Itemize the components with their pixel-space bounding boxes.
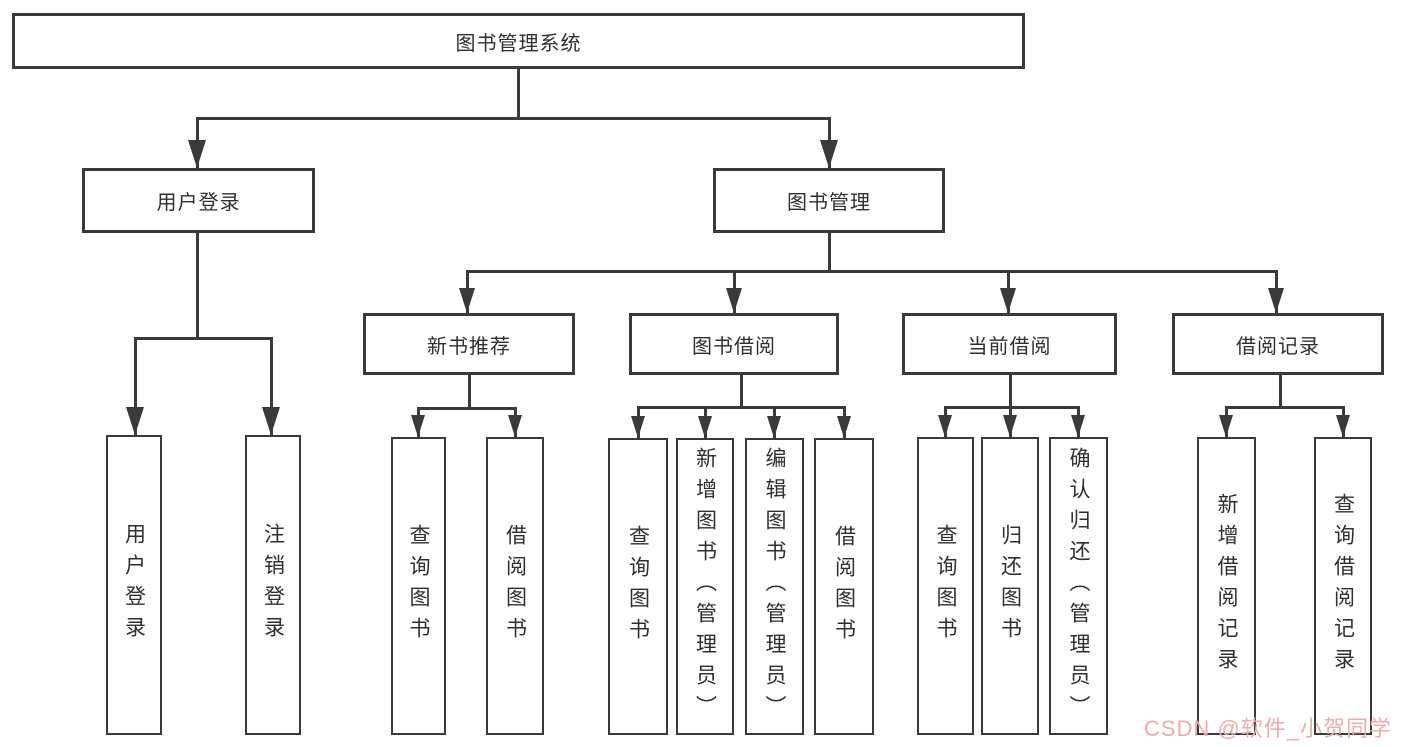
arrowhead-down-icon [126,407,144,435]
connector-line [1278,373,1282,409]
node-label: 用户登录 [156,192,241,214]
node-borrow-records: 借阅记录 [1172,313,1384,375]
connector-line [195,116,831,120]
connector-line [467,373,471,410]
arrowhead-down-icon [630,416,645,438]
node-label: 借阅记录 [1236,335,1320,358]
node-logout-leaf: 注销登录 [245,435,301,735]
node-current-borrow: 当前借阅 [902,313,1117,375]
node-label: 新书推荐 [427,335,511,358]
arrowhead-down-icon [836,416,851,438]
node-book-mgmt: 图书管理 [713,168,945,233]
node-label: 用户登录 [122,523,146,647]
node-label: 查询图书 [626,524,650,649]
arrowhead-down-icon [1002,415,1017,437]
node-label: 确认归还（管理员） [1067,446,1090,726]
arrowhead-down-icon [820,140,838,168]
node-label: 借阅图书 [832,524,856,649]
node-label: 当前借阅 [967,335,1052,358]
node-label: 查询图书 [934,524,957,648]
node-label: 注销登录 [261,523,285,647]
arrowhead-down-icon [1070,415,1085,437]
connector-line [1224,405,1345,409]
node-label: 图书借阅 [692,335,776,358]
node-br-query: 查询借阅记录 [1314,437,1372,735]
arrowhead-down-icon [410,415,425,437]
arrowhead-down-icon [726,288,742,313]
node-label: 图书管理 [787,192,871,214]
node-bb-query: 查询图书 [608,438,668,735]
connector-line [133,336,137,437]
node-label: 查询借阅记录 [1331,493,1355,679]
node-label: 归还图书 [998,524,1022,648]
connector-line [269,336,273,437]
arrowhead-down-icon [937,415,952,437]
node-bb-add: 新增图书（管理员） [676,438,734,735]
connector-line [1008,373,1012,409]
connector-line [416,406,517,410]
node-nb-borrow: 借阅图书 [486,437,544,735]
arrowhead-down-icon [1335,415,1350,437]
arrowhead-down-icon [507,415,522,437]
arrowhead-down-icon [766,416,781,438]
node-label: 新增图书（管理员） [693,447,717,726]
node-cb-confirm: 确认归还（管理员） [1049,437,1108,735]
node-label: 借阅图书 [503,524,527,648]
connector-line [195,231,199,340]
connector-line [133,336,273,340]
connector-line [739,373,743,409]
node-bb-borrow: 借阅图书 [814,438,874,735]
arrowhead-down-icon [262,407,280,435]
arrowhead-down-icon [1000,288,1016,313]
node-cb-query: 查询图书 [917,437,974,735]
arrowhead-down-icon [459,288,475,313]
node-login-leaf: 用户登录 [106,435,162,735]
arrowhead-down-icon [1268,288,1284,313]
node-user-login: 用户登录 [82,168,315,233]
connector-line [516,67,520,120]
node-label: 新增借阅记录 [1215,493,1238,679]
node-nb-query: 查询图书 [391,437,446,735]
connector-line [943,405,1080,409]
node-cb-return: 归还图书 [981,437,1039,735]
connector-line [636,405,846,409]
arrowhead-down-icon [697,416,712,438]
node-root: 图书管理系统 [12,13,1025,69]
node-book-borrow: 图书借阅 [629,313,839,375]
node-bb-edit: 编辑图书（管理员） [745,438,804,735]
arrowhead-down-icon [188,140,206,168]
csdn-watermark: CSDN @软件_小贺同学 [1143,716,1392,741]
node-br-add: 新增借阅记录 [1197,437,1256,735]
connector-line [465,269,1278,273]
connector-line [827,231,831,273]
node-new-book-rec: 新书推荐 [363,313,575,375]
arrowhead-down-icon [1218,415,1233,437]
node-label: 查询图书 [407,524,430,648]
node-label: 图书管理系统 [455,32,582,55]
node-label: 编辑图书（管理员） [763,447,786,726]
